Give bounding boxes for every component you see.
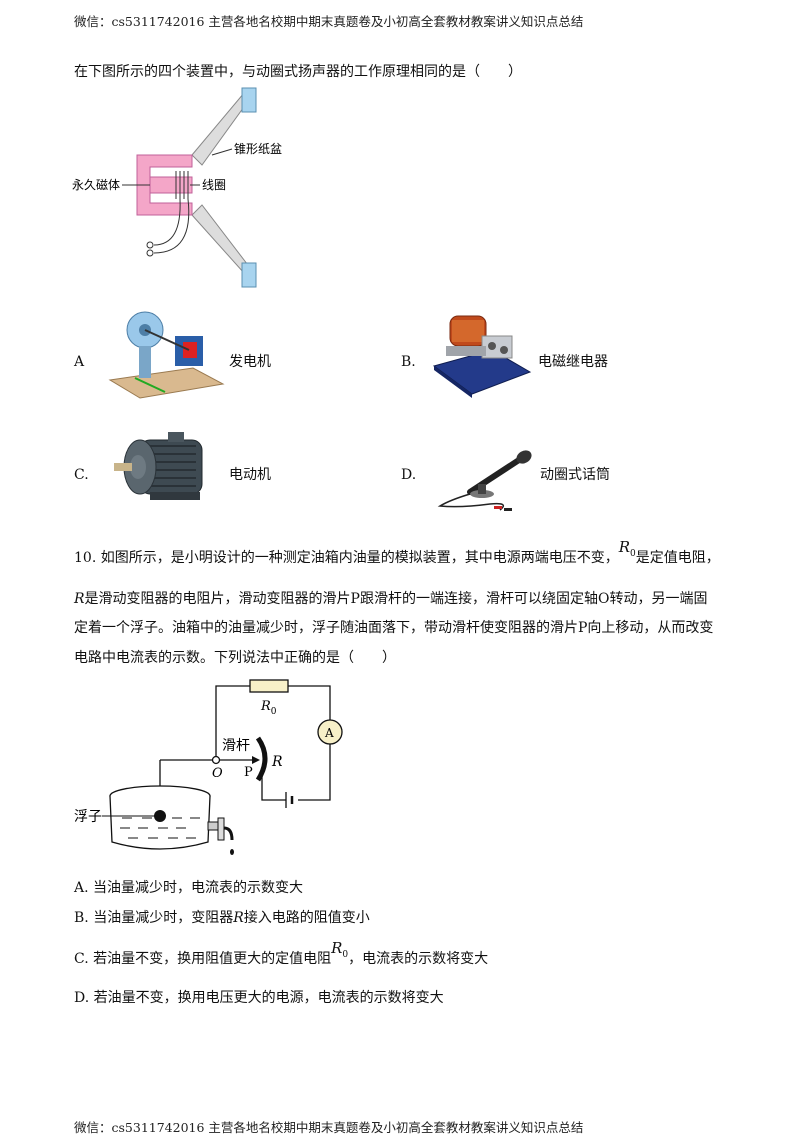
q10-stem-line4: 电路中电流表的示数。下列说法中正确的是（ ）: [74, 650, 396, 666]
rod-label: 滑杆: [222, 737, 250, 754]
cone-edge-bottom: [241, 262, 257, 288]
q9-option-c-letter: C.: [74, 467, 89, 483]
q10-stem-line1-a: 10. 如图所示，是小明设计的一种测定油箱内油量的模拟装置，其中电源两端电压不变…: [74, 550, 619, 566]
q10-option-d: D. 若油量不变，换用电压更大的电源，电流表的示数将变大: [74, 990, 444, 1006]
tank-body: [109, 795, 211, 850]
q9-option-c-label: 电动机: [229, 467, 271, 483]
q9-option-b-letter: B.: [401, 354, 416, 370]
q9-option-a-label: 发电机: [229, 354, 271, 370]
coil-label: 线圈: [202, 178, 226, 192]
q9-option-a-letter: A: [74, 354, 85, 370]
speaker-diagram: 锥形纸盆 永久磁体 线圈: [72, 87, 282, 288]
pivot-label: O: [212, 766, 223, 781]
q10-stem-line2: R是滑动变阻器的电阻片，滑动变阻器的滑片P跟滑杆的一端连接，滑杆可以绕固定轴O转…: [74, 591, 708, 607]
q10-stem-line1-b: 是定值电阻，: [635, 550, 720, 566]
electric-motor-photo: [114, 432, 203, 500]
magnet-label: 永久磁体: [72, 177, 120, 192]
oil-gauge-circuit: R0 A O 滑杆 P R 浮子: [74, 679, 343, 855]
r0-symbol: R0: [618, 538, 636, 559]
q10-option-a: A. 当油量减少时，电流表的示数变大: [74, 880, 304, 896]
variable-resistor: [255, 736, 268, 782]
cone-edge-top: [241, 87, 257, 113]
q10-option-b: B. 当油量减少时，变阻器R接入电路的阻值变小: [74, 910, 370, 926]
ammeter-label: A: [324, 726, 334, 740]
page-header: 微信：cs5311742016 主营各地名校期中期末真题卷及小初高全套教材教案讲…: [74, 14, 584, 29]
q9-option-b-label: 电磁继电器: [538, 354, 608, 370]
q9-stem: 在下图所示的四个装置中，与动圈式扬声器的工作原理相同的是（ ）: [74, 64, 522, 80]
r-label: R: [271, 754, 283, 770]
q10-option-c: C. 若油量不变，换用阻值更大的定值电阻R0，电流表的示数将变大: [74, 939, 489, 967]
generator-model-photo: [108, 311, 225, 399]
microphone-photo: [437, 450, 532, 511]
cone-label: 锥形纸盆: [234, 142, 282, 156]
q9-option-d-letter: D.: [401, 467, 417, 483]
q10-stem-line3: 定着一个浮子。油箱中的油量减少时，浮子随油面落下，带动滑杆使变阻器的滑片P向上移…: [74, 620, 714, 636]
slider-p-label: P: [244, 765, 253, 780]
r0-resistor: [249, 679, 289, 693]
pivot-o: [211, 755, 221, 765]
q10-stem-line1: 10. 如图所示，是小明设计的一种测定油箱内油量的模拟装置，其中电源两端电压不变…: [74, 538, 720, 574]
page-footer: 微信：cs5311742016 主营各地名校期中期末真题卷及小初高全套教材教案讲…: [74, 1120, 584, 1135]
float-label: 浮子: [74, 809, 102, 825]
float-ball: [154, 810, 166, 822]
coil-lines: [175, 171, 189, 199]
magnet-core: [149, 176, 193, 194]
ammeter: [317, 719, 343, 745]
oil-dashes: [120, 817, 200, 839]
r0-label: R0: [260, 699, 277, 717]
q9-option-d-label: 动圈式话筒: [540, 467, 610, 483]
relay-photo: [432, 315, 532, 398]
